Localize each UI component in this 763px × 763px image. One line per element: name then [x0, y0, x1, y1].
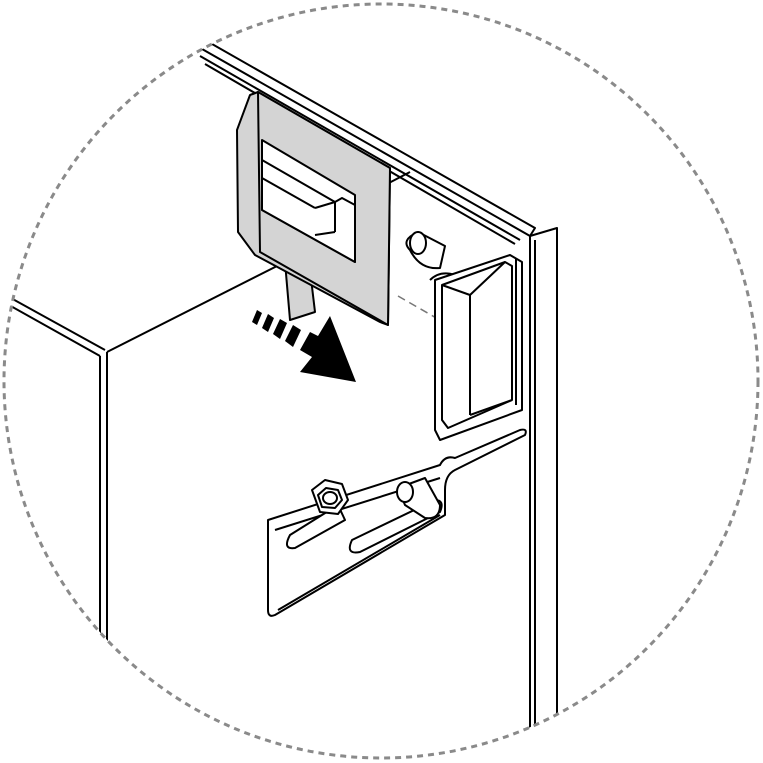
direction-arrow-icon: [252, 310, 356, 382]
alignment-pin: [405, 231, 456, 281]
cabinet-right-side-panel: [529, 227, 558, 758]
cabinet-left-side-panel: [4, 291, 108, 645]
receiver-bracket: [434, 254, 523, 441]
sliding-bracket: [236, 91, 391, 326]
back-wall-edge: [106, 261, 286, 353]
guide-pin: [396, 477, 441, 520]
hex-nut: [311, 479, 349, 515]
mounting-plate: [267, 428, 527, 617]
